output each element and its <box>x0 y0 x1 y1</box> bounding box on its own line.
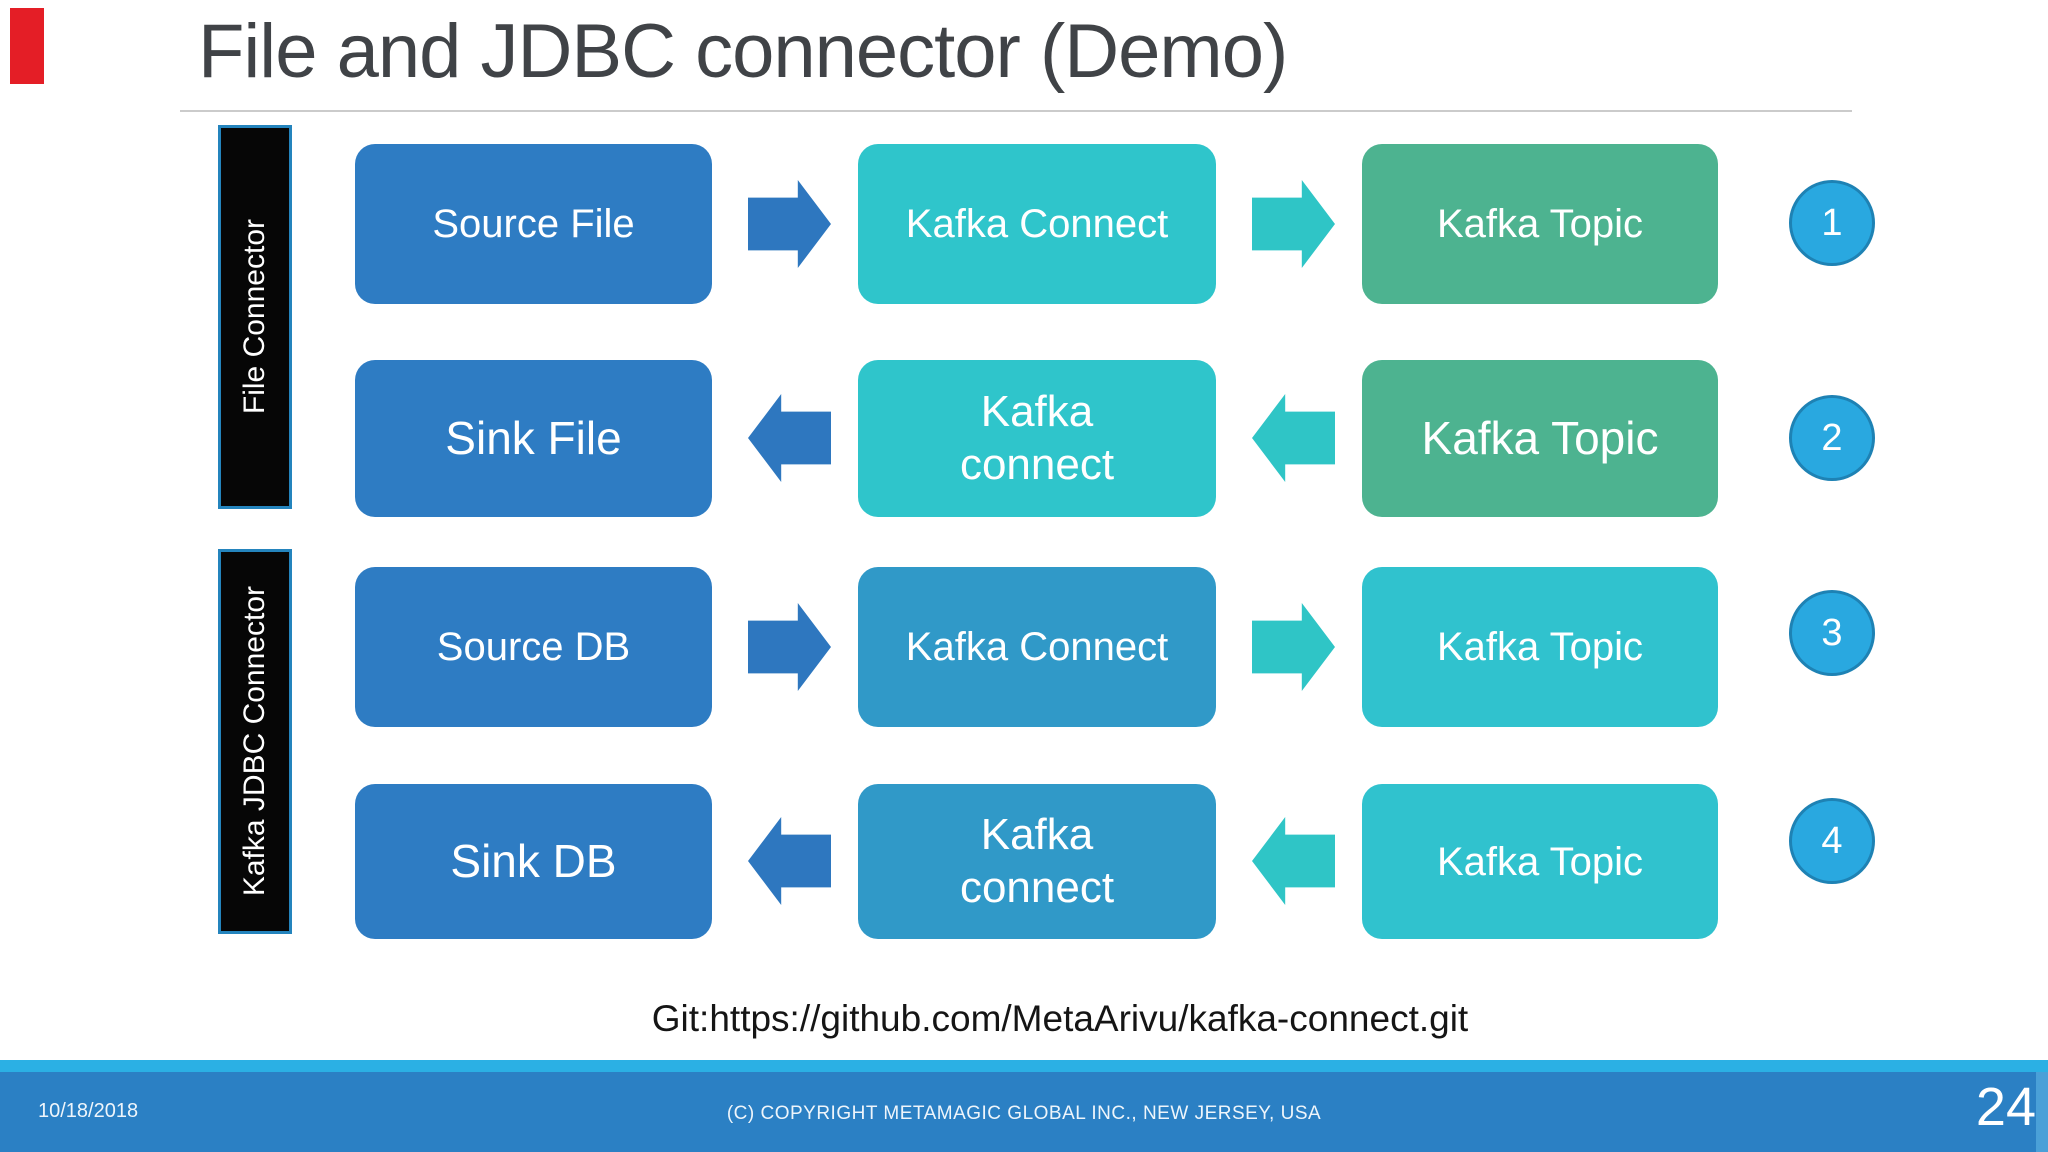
box-kafka-connect-row4: Kafka connect <box>858 784 1216 939</box>
box-kafka-topic-row2: Kafka Topic <box>1362 360 1718 517</box>
step-circle-2: 2 <box>1789 395 1875 481</box>
lane-kafka-jdbc-connector: Kafka JDBC Connector <box>218 549 292 934</box>
footer-accent-strip <box>0 1060 2048 1072</box>
box-kafka-connect-row1: Kafka Connect <box>858 144 1216 304</box>
step-number-4: 4 <box>1821 819 1843 862</box>
arrow-connect-to-sink-file <box>748 394 831 482</box>
box-source-db: Source DB <box>355 567 712 727</box>
arrow-connect-to-sink-db <box>748 817 831 905</box>
box-sink-db: Sink DB <box>355 784 712 939</box>
lane-kafka-jdbc-connector-label: Kafka JDBC Connector <box>238 586 271 897</box>
footer-right-sliver <box>2036 1072 2048 1152</box>
page-title: File and JDBC connector (Demo) <box>198 9 1288 94</box>
step-circle-1: 1 <box>1789 180 1875 266</box>
step-number-2: 2 <box>1821 416 1843 459</box>
footer-date: 10/18/2018 <box>38 1100 139 1122</box>
title-divider <box>180 110 1852 112</box>
git-repo-text: Git:https://github.com/MetaArivu/kafka-c… <box>651 998 1469 1039</box>
arrow-topic-to-connect-row2 <box>1252 394 1335 482</box>
step-number-1: 1 <box>1821 201 1843 244</box>
box-kafka-topic-row1: Kafka Topic <box>1362 144 1718 304</box>
box-source-file: Source File <box>355 144 712 304</box>
lane-file-connector-label: File Connector <box>238 219 271 415</box>
arrow-connect-to-topic-row3 <box>1252 603 1335 691</box>
footer-bar <box>0 1072 2048 1152</box>
arrow-topic-to-connect-row4 <box>1252 817 1335 905</box>
step-number-3: 3 <box>1821 611 1843 654</box>
arrow-source-db-to-connect <box>748 603 831 691</box>
box-kafka-connect-row3: Kafka Connect <box>858 567 1216 727</box>
step-circle-4: 4 <box>1789 798 1875 884</box>
box-kafka-connect-row2: Kafka connect <box>858 360 1216 517</box>
slide-page-number: 24 <box>1975 1077 2036 1137</box>
box-kafka-topic-row3: Kafka Topic <box>1362 567 1718 727</box>
red-marker <box>10 8 44 84</box>
step-circle-3: 3 <box>1789 590 1875 676</box>
arrow-connect-to-topic-row1 <box>1252 180 1335 268</box>
box-kafka-topic-row4: Kafka Topic <box>1362 784 1718 939</box>
footer-copyright: (C) COPYRIGHT METAMAGIC GLOBAL INC., NEW… <box>726 1103 1322 1124</box>
lane-file-connector: File Connector <box>218 125 292 509</box>
box-sink-file: Sink File <box>355 360 712 517</box>
arrow-source-file-to-connect <box>748 180 831 268</box>
